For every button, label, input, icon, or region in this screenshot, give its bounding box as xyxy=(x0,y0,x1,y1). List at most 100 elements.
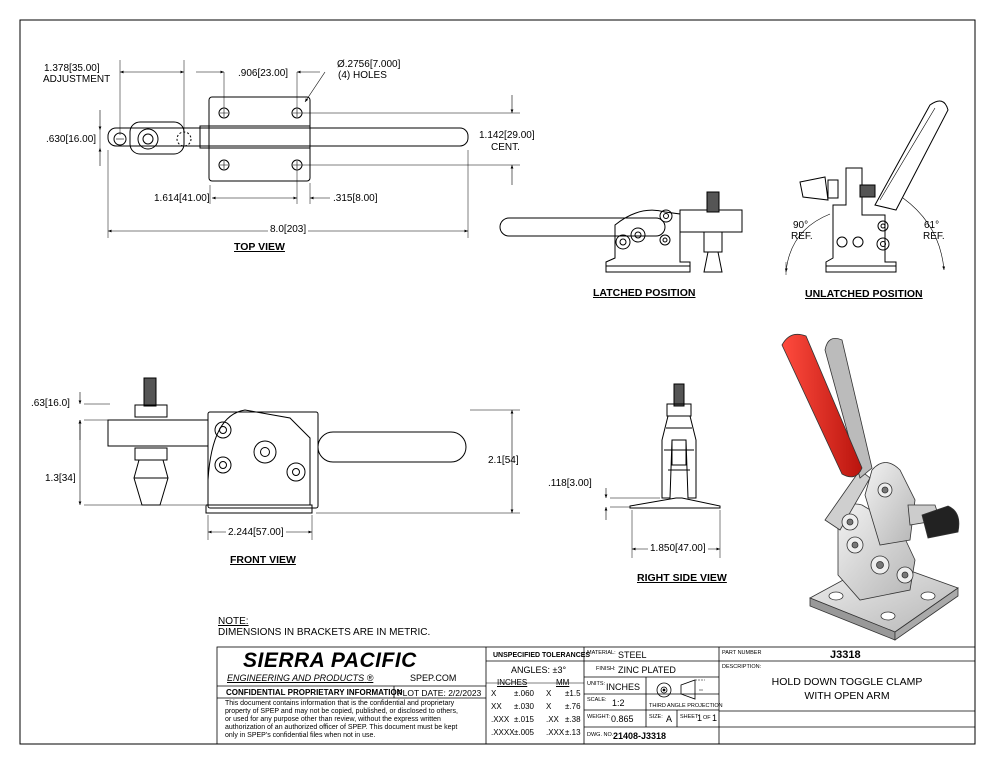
angle-left: 90° xyxy=(793,220,809,231)
dim-value: .630 xyxy=(46,134,66,145)
tolerance-angles: ANGLES: ±3° xyxy=(511,665,567,675)
tol-mm-header: MM xyxy=(556,678,570,687)
description-line: WITH OPEN ARM xyxy=(804,690,890,702)
dim-spindle-height: .63[16.0] xyxy=(31,398,70,409)
dim-value: .63 xyxy=(31,398,45,409)
dim-base-length: 2.244[57.00] xyxy=(226,527,286,538)
right-side-view-drawing xyxy=(604,383,721,558)
tolerance-row: XX ±.030 X ±.76 xyxy=(489,702,584,715)
company-site: SPEP.COM xyxy=(410,673,457,683)
dim-mm: 16.00 xyxy=(68,134,94,145)
dim-height-total: 2.1[54] xyxy=(488,455,519,466)
tol-cell: ±.13 xyxy=(565,728,581,737)
dim-mm: 7.000 xyxy=(372,59,398,70)
description-line: HOLD DOWN TOGGLE CLAMP xyxy=(771,676,923,688)
dim-value: 1.3 xyxy=(45,473,59,484)
dim-mm: 41.00 xyxy=(181,193,207,204)
finish-label: FINISH: xyxy=(596,666,616,672)
dim-handle-height: .630[16.00] xyxy=(46,134,97,145)
plot-label: PLOT DATE: xyxy=(397,688,446,698)
plot-date: PLOT DATE: 2/2/2023 xyxy=(397,688,481,698)
dim-mm: 54 xyxy=(504,455,516,466)
disclaimer: This document contains information that … xyxy=(225,700,458,740)
material-label: MATERIAL: xyxy=(587,650,616,656)
note-title: NOTE: xyxy=(218,616,249,627)
dim-value: .315 xyxy=(333,193,353,204)
dim-hole-pos: 1.614[41.00] xyxy=(154,193,210,204)
dim-cent: 1.142[29.00] xyxy=(479,130,535,141)
dim-height-low: 1.3[34] xyxy=(45,473,76,484)
tol-cell: .XXX xyxy=(491,715,510,724)
tol-cell: .XX xyxy=(546,715,559,724)
units-label: UNITS: xyxy=(587,681,606,687)
company-subtitle: ENGINEERING AND PRODUCTS ® xyxy=(227,673,373,684)
note-text: DIMENSIONS IN BRACKETS ARE IN METRIC. xyxy=(218,627,431,638)
weight-value: 0.865 xyxy=(611,714,634,724)
dim-mm: 57.00 xyxy=(255,527,281,538)
disclaimer-line: only in SPEP's confidential files when n… xyxy=(225,732,376,739)
dim-base-width: 1.850[47.00] xyxy=(648,543,708,554)
plot-value: 2/2/2023 xyxy=(448,688,482,698)
dim-value: 2.1 xyxy=(488,455,502,466)
tolerance-table: X ±.060 X ±1.5 XX ±.030 X ±.76 .XXX ±.01… xyxy=(489,689,584,741)
view-label-front: FRONT VIEW xyxy=(230,554,296,566)
dim-base-thickness: .118[3.00] xyxy=(548,478,592,489)
dim-mm: 47.00 xyxy=(677,543,703,554)
tol-cell: X xyxy=(546,702,552,711)
finish-value: ZINC PLATED xyxy=(618,665,676,675)
tol-inches-header: INCHES xyxy=(497,678,528,687)
size-label: SIZE: xyxy=(649,714,663,720)
registered-mark: ® xyxy=(366,673,374,683)
company-name: SIERRA PACIFIC xyxy=(243,649,417,672)
dim-value: 8.0 xyxy=(270,224,284,235)
of-value: 1 xyxy=(712,713,718,723)
weight-label: WEIGHT: xyxy=(587,714,610,720)
disclaimer-line: or used for any purpose other than revie… xyxy=(225,716,441,723)
angle-right: 61° xyxy=(924,220,940,231)
dim-holes-label: (4) HOLES xyxy=(338,70,387,81)
dim-adjustment: 1.378[35.00] xyxy=(44,63,100,74)
red-handle xyxy=(781,333,863,478)
dim-mm: 29.00 xyxy=(506,130,532,141)
tol-cell: ±.060 xyxy=(514,689,534,698)
tol-cell: ±.76 xyxy=(565,702,581,711)
angle-right-ref: REF. xyxy=(923,231,945,242)
disclaimer-line: property of SPEP and may not be copied, … xyxy=(225,708,458,715)
tol-cell: ±1.5 xyxy=(565,689,581,698)
dwg-value: 21408-J3318 xyxy=(613,731,667,741)
tolerance-title: UNSPECIFIED TOLERANCES xyxy=(493,652,591,659)
view-label-unlatched: UNLATCHED POSITION xyxy=(805,288,923,300)
sheet-label: SHEET xyxy=(680,714,699,720)
dim-value: .906 xyxy=(238,68,258,79)
size-value: A xyxy=(666,714,673,724)
part-number-label: PART NUMBER xyxy=(722,650,762,656)
isometric-render xyxy=(781,333,960,641)
units-value: INCHES xyxy=(606,682,641,692)
subtitle-text: ENGINEERING AND PRODUCTS xyxy=(227,673,365,683)
view-label-top: TOP VIEW xyxy=(234,241,285,253)
tol-cell: ±.005 xyxy=(514,728,534,737)
of-label: OF xyxy=(703,715,711,721)
scale-label: SCALE: xyxy=(587,697,607,703)
dim-value: .118 xyxy=(548,478,567,489)
dim-mm: 34 xyxy=(61,473,73,484)
tolerance-row: .XXX ±.015 .XX ±.38 xyxy=(489,715,584,728)
projection-label: THIRD ANGLE PROJECTION xyxy=(649,703,723,709)
dim-hole-width: .906[23.00] xyxy=(238,68,289,79)
dwg-label: DWG. NO. xyxy=(587,732,614,738)
tol-cell: X xyxy=(546,689,552,698)
dim-value: 1.142 xyxy=(479,130,505,141)
disclaimer-line: This document contains information that … xyxy=(225,700,455,707)
dim-mm: 23.00 xyxy=(260,68,286,79)
dim-value: 1.850 xyxy=(650,543,676,554)
tol-cell: .XXXX xyxy=(491,728,515,737)
latched-drawing xyxy=(499,191,743,273)
sheet-value: 1 xyxy=(697,713,703,723)
dim-value: 2.244 xyxy=(228,527,254,538)
disclaimer-line: authorization of an authorized officer o… xyxy=(225,724,458,731)
top-view-drawing xyxy=(98,60,520,238)
unlatched-drawing xyxy=(784,100,949,275)
dim-mm: 8.00 xyxy=(355,193,375,204)
description-label: DESCRIPTION: xyxy=(722,664,762,670)
